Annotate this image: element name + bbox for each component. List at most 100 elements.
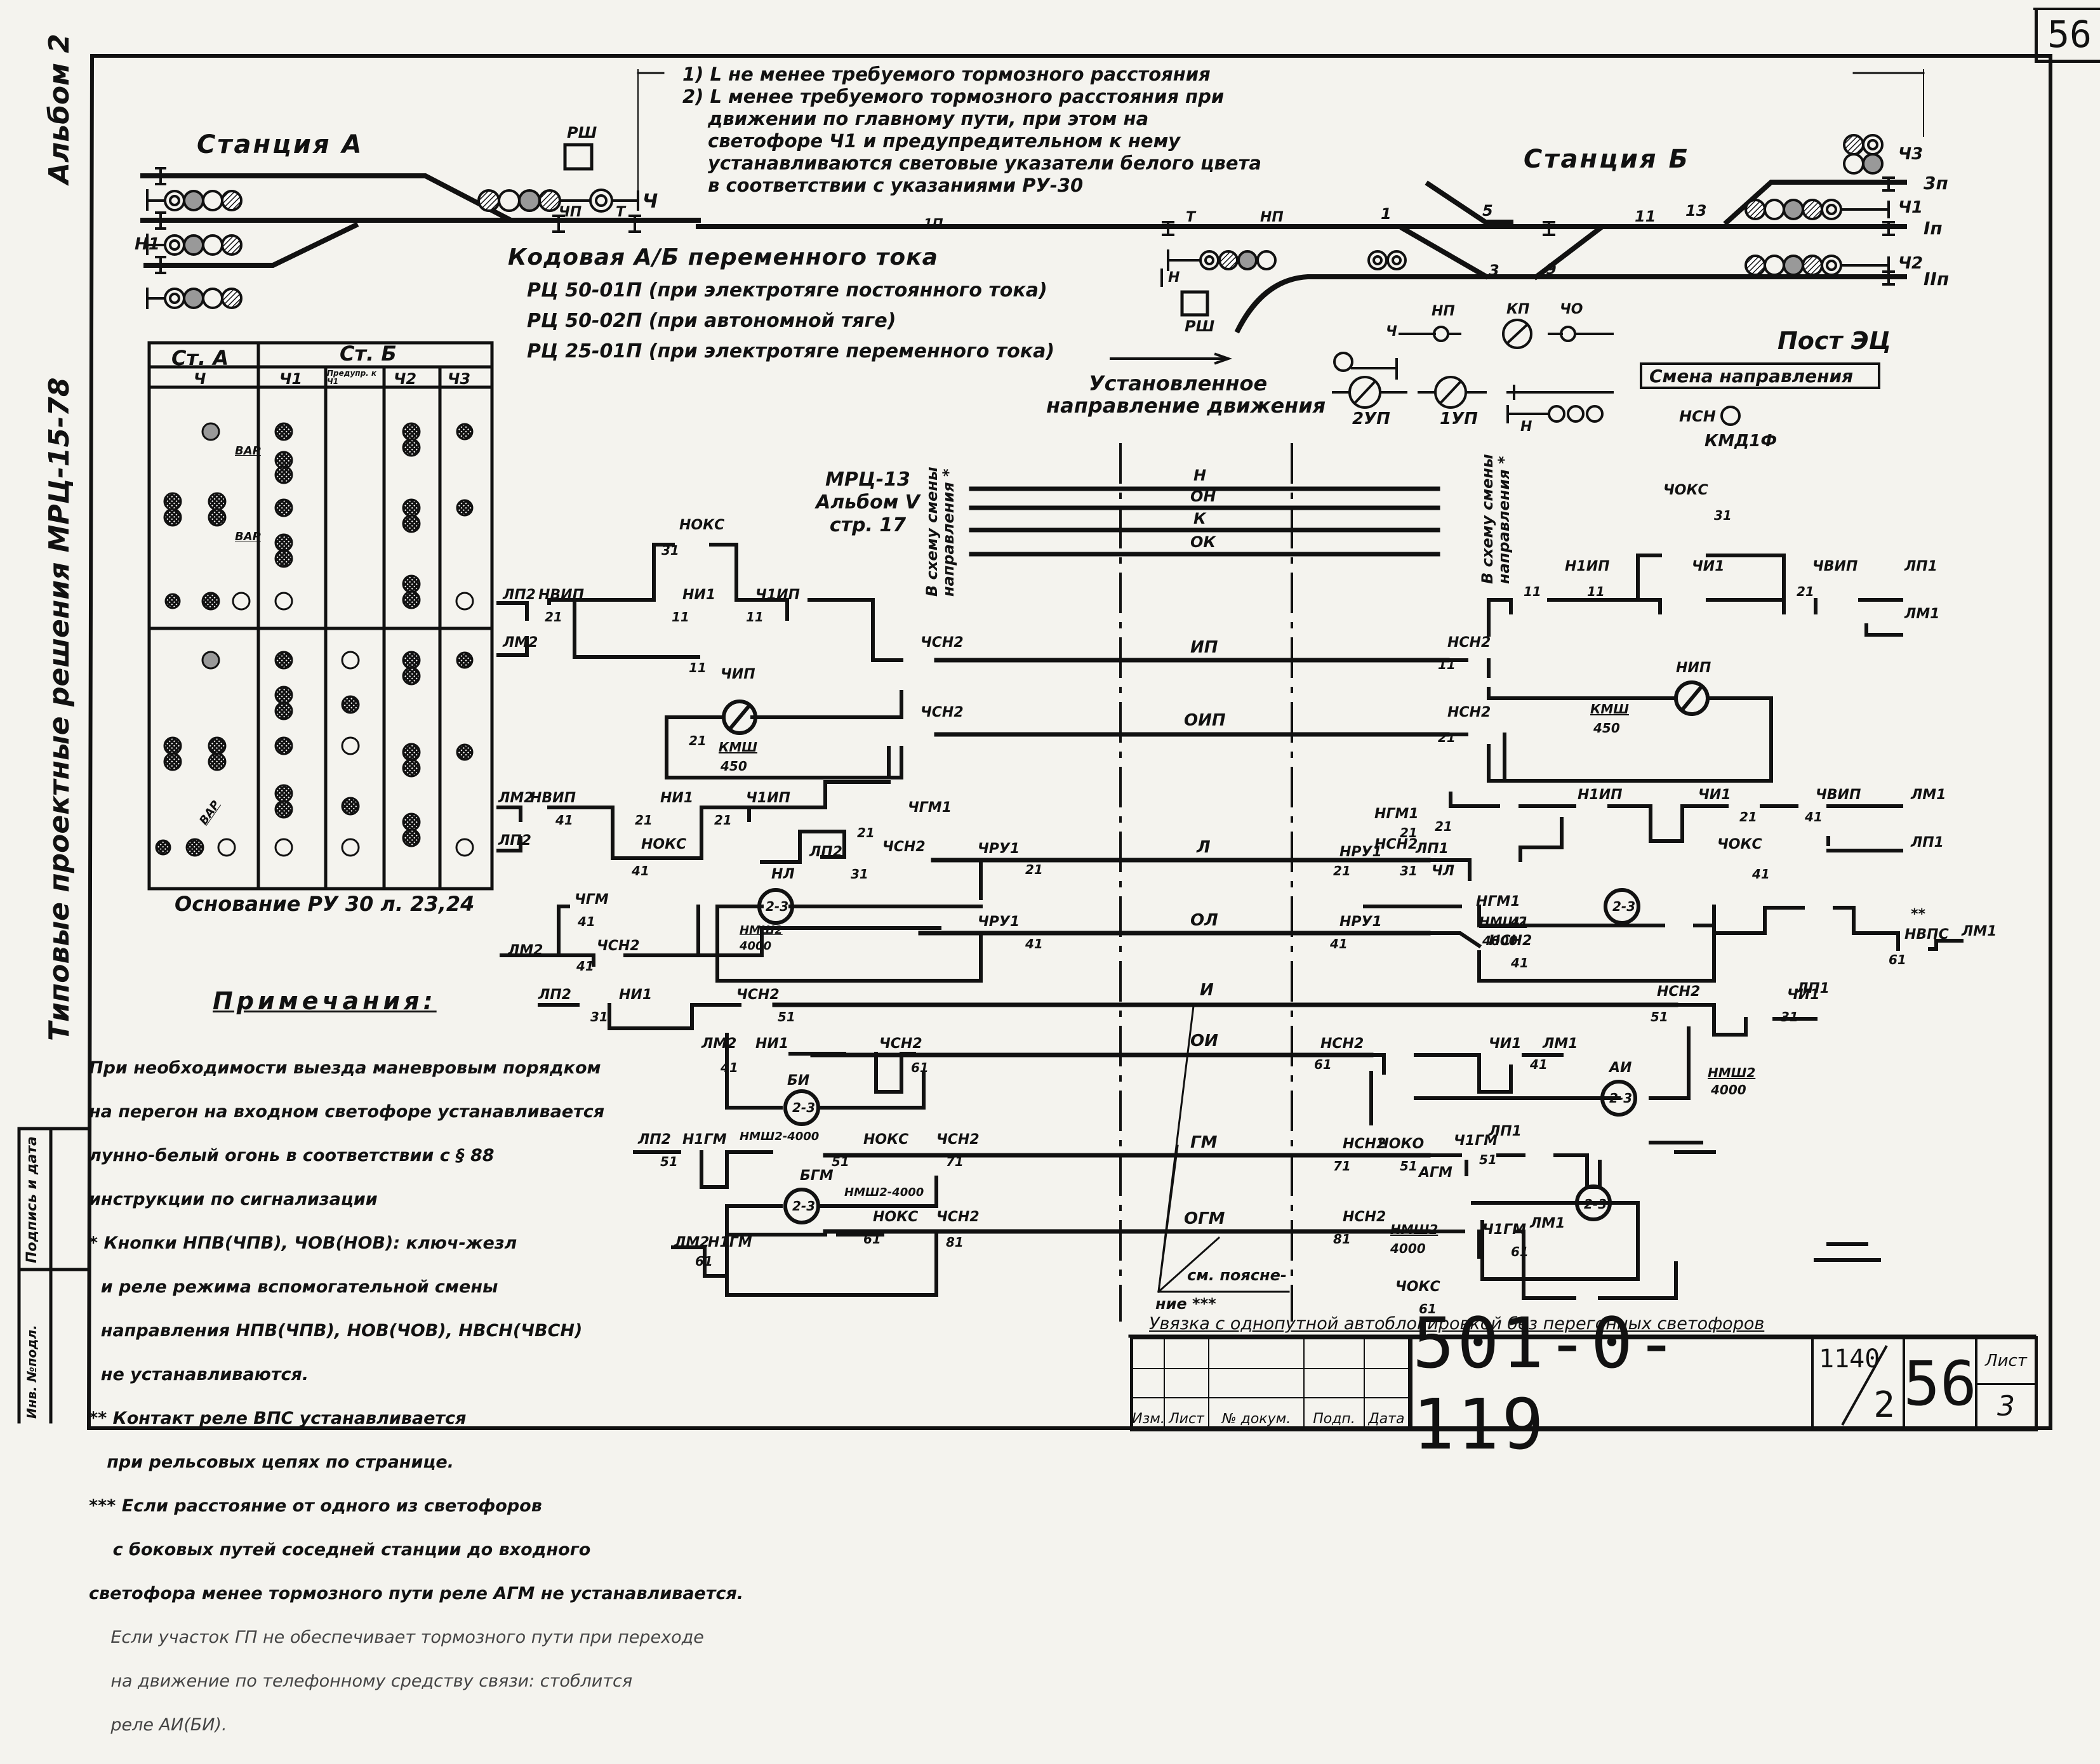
relay-resistance: 4000 [1482, 933, 1518, 948]
pin-label: 41 [1805, 809, 1823, 825]
relay-label: НГМ1 [1476, 894, 1520, 910]
relay-label: Ч1ИП [755, 587, 800, 603]
bus-label-n: Н [1193, 467, 1207, 484]
relay-label: ЧРУ1 [978, 914, 1020, 930]
pin-label: 51 [1651, 1009, 1668, 1025]
relay-coils [722, 680, 1710, 1224]
feed-label: ЛП2 [809, 844, 842, 860]
aspect-col-ch1: Ч1 [279, 370, 303, 388]
bus-label-ok: ОК [1190, 533, 1216, 551]
bus-label-i: И [1200, 981, 1214, 1000]
relay-label: НСН2 [1447, 635, 1491, 651]
drawing-sheet: 56 Альбом 2 Типовые проектные решения МР… [17, 8, 2100, 1734]
reference-line: стр. 17 [829, 514, 907, 536]
relay-resistance: 4000 [1390, 1241, 1426, 1256]
relay-label-nip: НИП [1676, 660, 1711, 676]
relay-label: ЧСН2 [882, 839, 926, 855]
relay-type: НМШ2 [1708, 1065, 1756, 1080]
relay-label: ЧОКС [1663, 482, 1708, 498]
document-number: 501-0-119 [1412, 1303, 1814, 1465]
note-line: не устанавливаются. [89, 1365, 309, 1384]
switch-number: 5 [1482, 202, 1493, 220]
page-number: 56 [1903, 1339, 1977, 1428]
relay-label: НИ1 [660, 790, 694, 806]
signal-label-n: Н [1168, 270, 1180, 286]
pin-label: 21 [1438, 730, 1456, 745]
relay-label-ai: АИ [1609, 1060, 1632, 1076]
relay-label: НИ1 [619, 987, 653, 1003]
pin-label: 21 [714, 812, 732, 828]
relay-label: НИ1 [755, 1036, 789, 1052]
relay-label: НСН2 [1343, 1209, 1386, 1225]
bus-label-k: К [1193, 510, 1206, 527]
switch-number: 13 [1685, 202, 1707, 220]
relay-label: НОКС [679, 517, 725, 533]
track-label-2p: IIп [1924, 269, 1950, 289]
station-b-tracks [696, 180, 1907, 334]
relay-resistance: 450 [1593, 720, 1620, 736]
relay-label: НИ1 [682, 587, 716, 603]
bottom-caption: Увязка с однопутной автоблокировкой без … [1149, 1314, 1765, 1334]
feed-label: ЛМ1 [1530, 1216, 1565, 1231]
see-note-line1: см. поясне- [1187, 1266, 1287, 1284]
relay-label: НСН2 [1657, 984, 1701, 1000]
distance-note-line: движении по главному пути, при этом на [708, 108, 1149, 129]
signal-label-chp: ЧП [559, 204, 582, 220]
relay-resistance: 450 [721, 759, 747, 774]
feed-label: ЛМ2 [498, 790, 534, 806]
relay-label-bi: БИ [787, 1073, 810, 1089]
note-line: с боковых путей соседней станции до вход… [89, 1540, 591, 1560]
relay-label: НГМ1 [1374, 806, 1419, 822]
side-title-series: Типовые проектные решения МРЦ-15-78 [43, 377, 76, 1042]
post-title: Пост ЭЦ [1778, 327, 1891, 355]
pin-label: 21 [689, 733, 707, 748]
to-scheme-line: В схему смены [923, 467, 941, 597]
joint-label-t: Т [616, 204, 626, 220]
note-line: Если участок ГП не обеспечивает тормозно… [89, 1628, 704, 1647]
pin-label: 41 [721, 1060, 738, 1075]
pin-label: 11 [1524, 584, 1541, 599]
device-label-1up: 1УП [1440, 409, 1478, 428]
pin-label: 61 [695, 1254, 713, 1269]
bus-label-gm: ГМ [1190, 1133, 1218, 1152]
relay-label: Ч1ГМ [1482, 1222, 1526, 1238]
side-title-album: Альбом 2 [43, 34, 76, 184]
sheet-label: Лист [1977, 1339, 2035, 1385]
relay-label-chip: ЧИП [721, 666, 755, 682]
feed-label: ЛМ2 [503, 635, 538, 651]
pin-label: 41 [1530, 1057, 1548, 1072]
reference-line: Альбом V [816, 491, 920, 514]
relay-label: ЧВИП [1816, 787, 1861, 803]
direction-devices [1110, 319, 1880, 426]
section-label-np: НП [1260, 209, 1284, 225]
distance-note-line: 2) L менее требуемого тормозного расстоя… [682, 86, 1225, 107]
relay-code: 2-3 [1584, 1197, 1607, 1212]
relay-label: НВИП [530, 790, 576, 806]
device-label-cho: ЧО [1560, 302, 1583, 317]
signal-label-ch3: Ч3 [1898, 145, 1924, 164]
side-stamp-sign: Подпись и дата [24, 1136, 40, 1263]
pin-label: 11 [672, 609, 689, 625]
bus-label-l: Л [1197, 838, 1211, 857]
note-line: При необходимости выезда маневровым поря… [89, 1058, 601, 1078]
nvps-marker: ** [1911, 906, 1926, 922]
pin-label: 61 [1314, 1057, 1332, 1072]
feed-label: ЛМ2 [508, 943, 543, 958]
note-line: инструкции по сигнализации [89, 1190, 378, 1209]
pin-label: 21 [635, 812, 653, 828]
relay-label: НВПС [1904, 927, 1949, 943]
pin-label: 61 [1419, 1301, 1437, 1316]
relay-box-b [1180, 290, 1209, 317]
aspect-table-frame [147, 341, 494, 891]
relay-label: Н1ГМ [708, 1235, 752, 1250]
feed-label: ЛМ1 [1911, 787, 1946, 803]
bus-label-on: ОН [1190, 487, 1216, 505]
relay-type: КМШ [1590, 701, 1629, 717]
relay-label: ЧСН2 [936, 1209, 980, 1225]
pin-label: 61 [863, 1231, 881, 1247]
pin-label: 61 [911, 1060, 929, 1075]
device-label-ch: Ч [1386, 324, 1397, 340]
distance-notes: 1) L не менее требуемого тормозного расс… [682, 63, 1261, 197]
left-wiring [496, 543, 983, 1297]
station-a-tracks [140, 173, 701, 268]
